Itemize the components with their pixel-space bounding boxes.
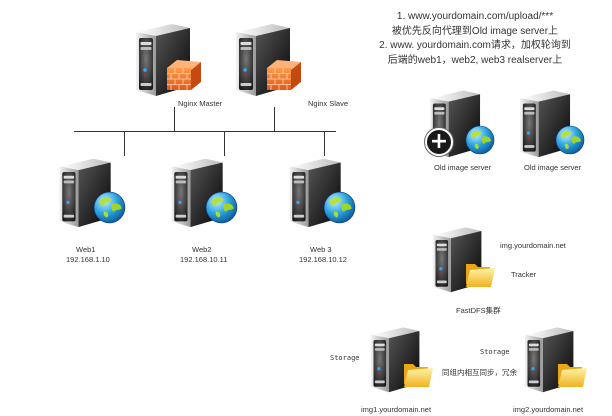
- link-web3: [324, 131, 325, 156]
- note-line-4: 后端的web1，web2, web3 realserver上: [387, 54, 563, 66]
- globe-icon: [465, 125, 495, 155]
- note-line-2: 被优先反向代理到Old image server上: [391, 25, 559, 37]
- firewall-icon: [267, 60, 301, 90]
- old-image-server-1-label: Old image server: [434, 163, 492, 172]
- tracker-domain: img.yourdomain.net: [500, 241, 566, 250]
- storage-2-domain: img2.yourdomain.net: [513, 405, 584, 414]
- web1-node[interactable]: [55, 153, 135, 231]
- web2-ip: 192.168.10.11: [180, 255, 228, 264]
- note-line-3: 2. www. yourdomain.com请求，加权轮询到: [379, 40, 571, 51]
- globe-icon: [93, 191, 126, 224]
- folder-icon: [556, 360, 588, 388]
- tracker-node[interactable]: [430, 222, 500, 294]
- sync-note: 同组内相互同步，冗余: [442, 368, 517, 377]
- link-master: [174, 107, 175, 131]
- globe-icon: [555, 125, 585, 155]
- link-web2: [224, 131, 225, 156]
- tracker-role: Tracker: [511, 270, 537, 279]
- web2-node[interactable]: [167, 153, 247, 231]
- storage-2-role: Storage: [480, 348, 510, 356]
- nginx-slave-label: Nginx Slave: [308, 99, 349, 108]
- firewall-icon: [167, 60, 201, 90]
- web3-name: Web 3: [310, 245, 332, 254]
- web2-name: Web2: [192, 245, 212, 254]
- network-bus: [74, 131, 336, 132]
- fastdfs-cluster-label: FastDFS集群: [456, 306, 501, 315]
- nginx-master-node[interactable]: [125, 18, 205, 98]
- link-web1: [124, 131, 125, 156]
- web3-ip: 192.168.10.12: [299, 255, 347, 264]
- folder-icon: [402, 360, 434, 388]
- globe-icon: [323, 191, 356, 224]
- folder-icon: [464, 260, 496, 288]
- storage-1-domain: img1.yourdomain.net: [361, 405, 432, 414]
- link-slave: [274, 107, 275, 131]
- note-line-1: 1. www.yourdomain.com/upload/***: [396, 11, 554, 22]
- web3-node[interactable]: [285, 153, 365, 231]
- old-image-server-1[interactable]: +: [425, 85, 505, 160]
- nginx-slave-node[interactable]: [225, 18, 305, 98]
- globe-icon: [205, 191, 238, 224]
- storage-2-node[interactable]: [522, 322, 592, 394]
- web1-name: Web1: [76, 245, 96, 254]
- storage-1-role: Storage: [330, 354, 360, 362]
- old-image-server-2-label: Old image server: [524, 163, 582, 172]
- web1-ip: 192.168.1.10: [66, 255, 110, 264]
- old-image-server-2[interactable]: [515, 85, 595, 160]
- nginx-master-label: Nginx Master: [178, 99, 223, 108]
- routing-note: 1. www.yourdomain.com/upload/*** 被优先反向代理…: [350, 10, 600, 68]
- storage-1-node[interactable]: [368, 322, 438, 394]
- plus-icon[interactable]: +: [425, 128, 453, 156]
